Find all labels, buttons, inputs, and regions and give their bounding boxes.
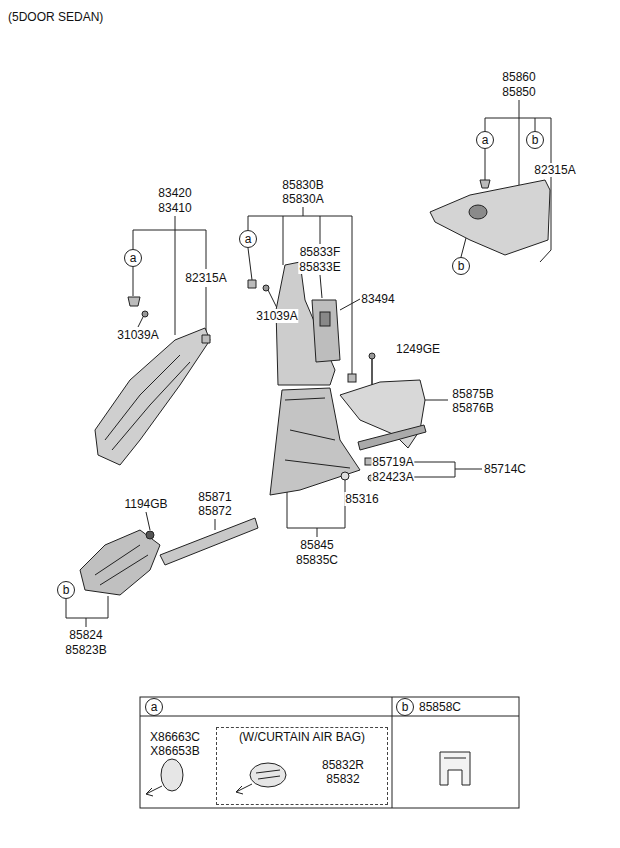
- callout-number: 85858C: [418, 700, 462, 714]
- reference-circle: b: [57, 581, 75, 599]
- node-text: b: [58, 582, 74, 598]
- reference-circle: b: [452, 257, 470, 275]
- node-text: a: [125, 250, 141, 266]
- node-text: a: [146, 699, 162, 715]
- callout-number: 85832: [325, 772, 360, 786]
- callout-number: 85830B: [281, 178, 324, 192]
- callout-number: X86653B: [149, 744, 200, 758]
- reference-circle: b: [526, 131, 544, 149]
- callout-number: X86663C: [149, 730, 201, 744]
- leader-lines: [66, 100, 551, 627]
- callout-number: 85719A: [371, 455, 414, 469]
- callout-number: 85871: [197, 490, 232, 504]
- callout-number: 82315A: [184, 271, 227, 285]
- callout-number: 85850: [501, 85, 536, 99]
- callout-number: 85835C: [295, 553, 339, 567]
- node-text: b: [527, 132, 543, 148]
- node-text: (W/CURTAIN AIR BAG): [217, 728, 387, 746]
- node-text: a: [477, 132, 493, 148]
- callout-number: 83420: [157, 186, 192, 200]
- callout-number: 83494: [360, 292, 395, 306]
- title: (5DOOR SEDAN): [8, 10, 103, 24]
- callout-number: 85824: [68, 628, 103, 642]
- callout-number: 85316: [344, 492, 379, 506]
- callout-number: 82423A: [371, 470, 414, 484]
- reference-circle: a: [124, 249, 142, 267]
- callout-number: 85823B: [64, 643, 107, 657]
- callout-number: 31039A: [116, 328, 159, 342]
- callout-number: 85833E: [298, 260, 341, 274]
- node-text: b: [453, 258, 469, 274]
- callout-number: 1194GB: [123, 497, 168, 511]
- node-text: a: [240, 231, 256, 247]
- legend-table: [140, 697, 519, 808]
- reference-circle: a: [239, 230, 257, 248]
- callout-number: 85875B: [451, 387, 494, 401]
- callout-number: 85872: [197, 504, 232, 518]
- reference-circle: a: [476, 131, 494, 149]
- reference-circle: b: [396, 698, 414, 716]
- callout-number: 85845: [299, 538, 334, 552]
- callout-number: 83410: [157, 201, 192, 215]
- trim-parts: [80, 180, 550, 595]
- callout-number: 82315A: [533, 163, 576, 177]
- node-text: b: [397, 699, 413, 715]
- callout-number: 85714C: [483, 462, 527, 476]
- callout-number: 85876B: [451, 401, 494, 415]
- callout-number: 85833F: [299, 245, 342, 259]
- callout-number: 85860: [501, 70, 536, 84]
- reference-circle: a: [145, 698, 163, 716]
- callout-number: 31039A: [255, 309, 298, 323]
- callout-number: 85830A: [281, 192, 324, 206]
- callout-number: 1249GE: [395, 342, 441, 356]
- callout-number: 85832R: [321, 758, 365, 772]
- option-box: (W/CURTAIN AIR BAG): [216, 727, 388, 805]
